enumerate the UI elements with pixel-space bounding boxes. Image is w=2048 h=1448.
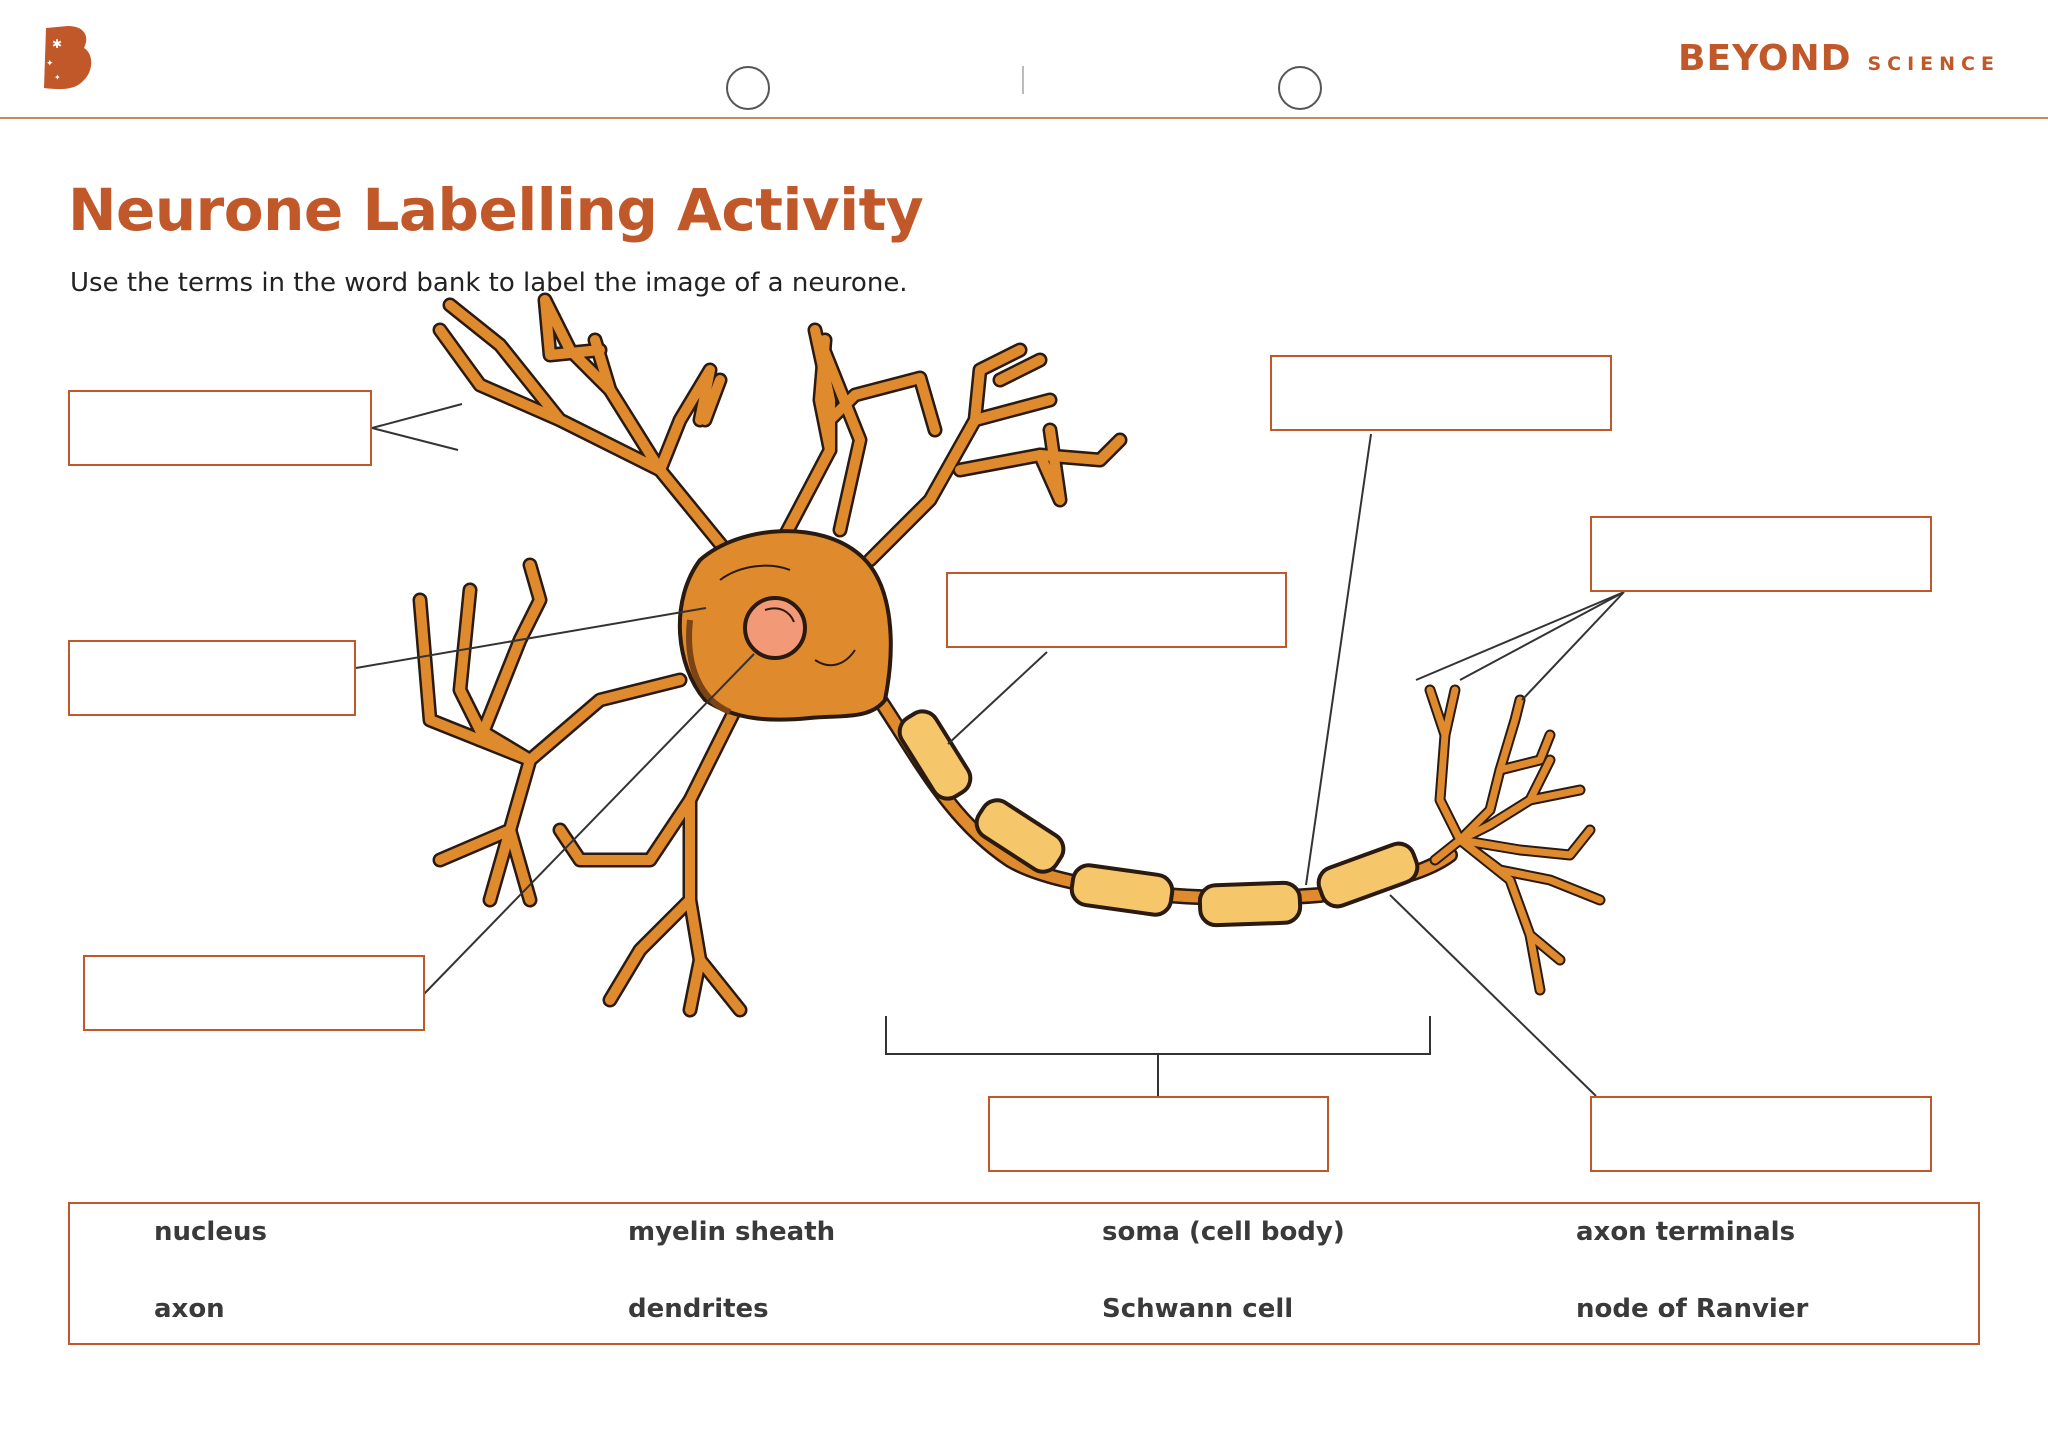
word-bank-term: soma (cell body) <box>1102 1217 1345 1247</box>
label-box-schwann-cell[interactable] <box>946 572 1287 648</box>
fold-mark <box>1022 66 1024 94</box>
word-bank-term: axon <box>154 1294 225 1324</box>
brand-logo-icon: ✱ ✦ ✦ <box>38 24 94 92</box>
word-bank-term: dendrites <box>628 1294 769 1324</box>
label-box-soma[interactable] <box>68 640 356 716</box>
word-bank: nucleus myelin sheath soma (cell body) a… <box>68 1202 1980 1345</box>
label-box-nucleus[interactable] <box>83 955 425 1031</box>
word-bank-term: node of Ranvier <box>1576 1294 1809 1324</box>
myelin-segment-3 <box>1069 863 1175 917</box>
myelin-segment-2 <box>974 798 1066 874</box>
brand-main: BEYOND <box>1678 38 1852 79</box>
myelin-segment-4 <box>1197 880 1303 928</box>
axon-terminals-icon <box>1424 684 1606 996</box>
myelin-segment-1 <box>897 709 973 801</box>
label-box-axon[interactable] <box>988 1096 1329 1172</box>
label-box-node-of-ranvier[interactable] <box>1590 1096 1932 1172</box>
dendrites-icon <box>412 292 1128 1018</box>
label-box-axon-terminals[interactable] <box>1590 516 1932 592</box>
label-box-myelin-sheath[interactable] <box>1270 355 1612 431</box>
instructions: Use the terms in the word bank to label … <box>70 268 908 298</box>
word-bank-term: axon terminals <box>1576 1217 1796 1247</box>
binder-hole-right-icon <box>1278 66 1322 110</box>
word-bank-term: myelin sheath <box>628 1217 836 1247</box>
label-box-dendrites[interactable] <box>68 390 372 466</box>
nucleus-icon <box>743 596 807 660</box>
svg-text:✱: ✱ <box>52 37 62 51</box>
myelin-segments-icon <box>897 709 1420 928</box>
word-bank-term: nucleus <box>154 1217 267 1247</box>
myelin-segment-5 <box>1316 841 1420 909</box>
brand-wordmark: BEYOND SCIENCE <box>1678 38 2000 79</box>
word-bank-term: Schwann cell <box>1102 1294 1294 1324</box>
svg-text:✦: ✦ <box>46 59 54 69</box>
axon-bracket <box>885 1016 1431 1097</box>
leader-lines <box>355 403 1625 1097</box>
svg-text:✦: ✦ <box>54 73 61 82</box>
brand-sub: SCIENCE <box>1867 53 2000 75</box>
binder-hole-left-icon <box>726 66 770 110</box>
page-title: Neurone Labelling Activity <box>68 176 924 244</box>
header-divider <box>0 117 2048 119</box>
